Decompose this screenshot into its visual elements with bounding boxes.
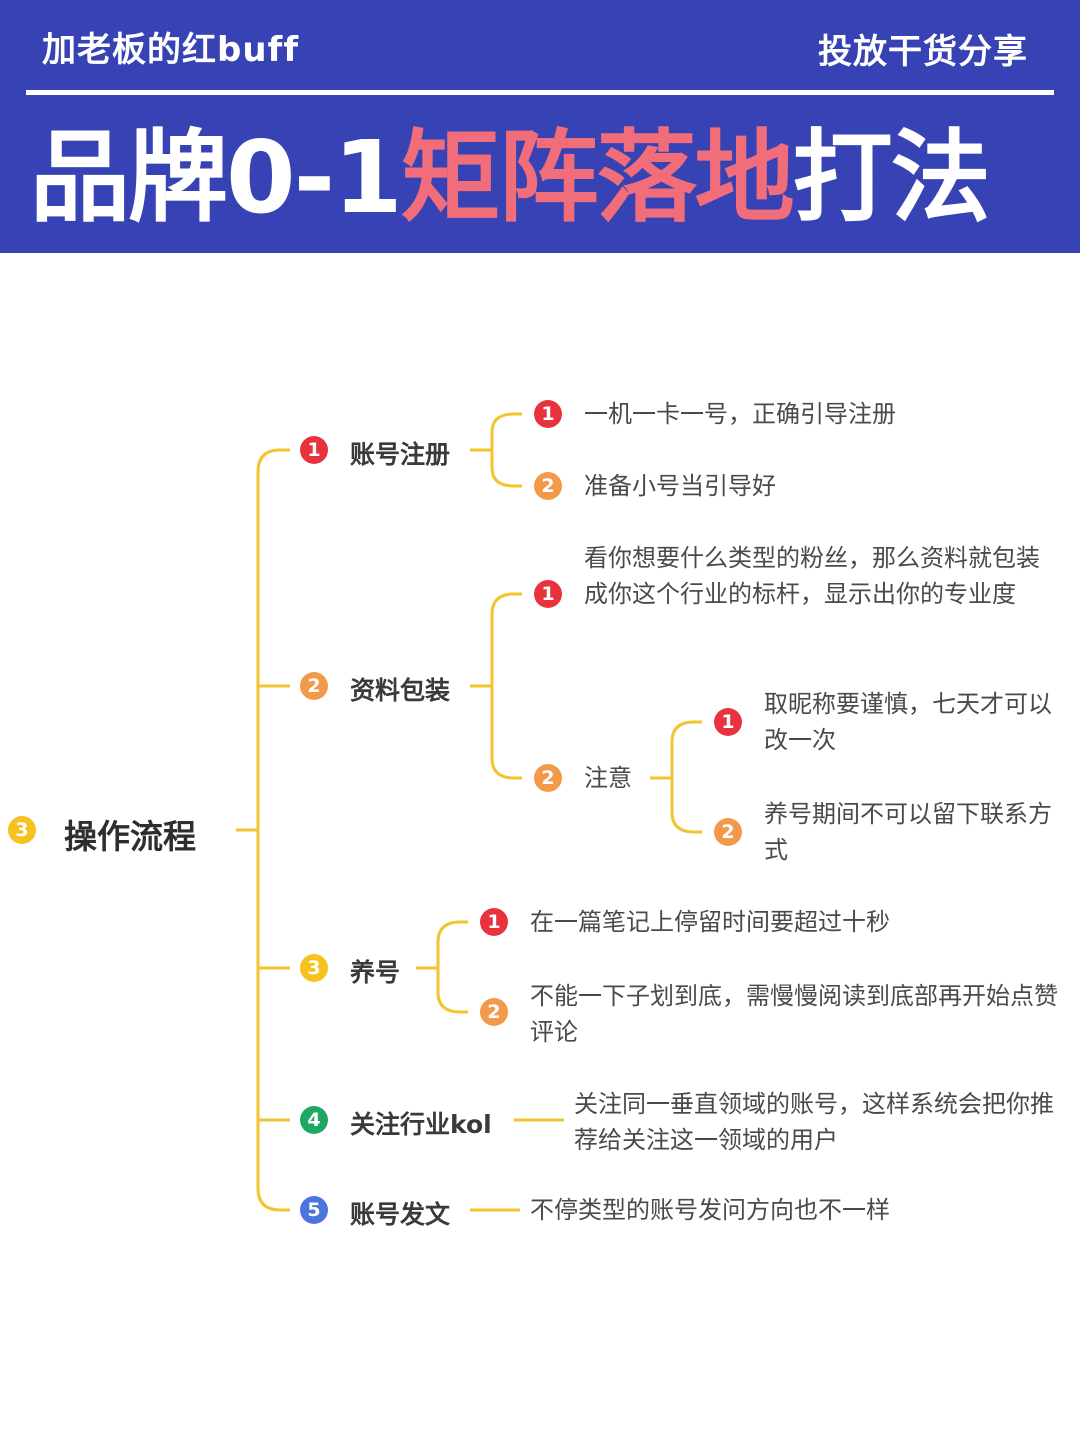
branch-4-label: 关注行业kol [350,1110,492,1139]
b1-leaf-1-text: 一机一卡一号，正确引导注册 [584,400,896,428]
branch-4-badge: 4 [300,1106,328,1134]
note-leaf-2-badge: 2 [714,818,742,846]
author-label: 加老板的红buff [42,30,300,70]
note-leaf-2-text: 养号期间不可以留下联系方式 [764,800,1052,864]
tagline-label: 投放干货分享 [818,32,1028,72]
b3-leaf-1-badge: 1 [480,908,508,936]
b3-leaf-2-text: 不能一下子划到底，需慢慢阅读到底部再开始点赞评论 [530,982,1058,1046]
b1-leaf-2-badge: 2 [534,472,562,500]
root-label: 操作流程 [64,817,196,856]
note-leaf-1-text: 取昵称要谨慎，七天才可以改一次 [764,690,1052,754]
page-title: 品牌0-1矩阵落地打法 [30,108,991,248]
branch-1-label: 账号注册 [350,440,451,469]
branch-3-badge: 3 [300,954,328,982]
connector-b3 [416,920,468,1014]
branch-5-label: 账号发文 [350,1200,451,1229]
b4-leaf-text: 关注同一垂直领域的账号，这样系统会把你推荐给关注这一领域的用户 [574,1090,1054,1154]
header-banner: 加老板的红buff 投放干货分享 品牌0-1矩阵落地打法 [0,0,1080,253]
b2-leaf-1-text: 看你想要什么类型的粉丝，那么资料就包装成你这个行业的标杆，显示出你的专业度 [584,544,1040,608]
b5-leaf-text: 不停类型的账号发问方向也不一样 [530,1196,890,1224]
b2-note-label: 注意 [584,764,632,792]
b3-leaf-2-badge: 2 [480,998,508,1026]
connector-note [650,720,702,834]
title-part2: 打法 [792,119,991,236]
title-part1: 品牌0-1 [30,119,403,236]
branch-3-label: 养号 [350,958,401,987]
b2-leaf-1-badge: 1 [534,580,562,608]
mind-map-connectors [236,412,702,1212]
connector-spine [256,448,290,1212]
branch-1-badge: 1 [300,436,328,464]
b1-leaf-2-text: 准备小号当引导好 [584,472,776,500]
root-number-badge: 3 [8,816,36,844]
branch-2-label: 资料包装 [350,676,451,705]
connector-b2 [470,592,522,780]
branch-2-badge: 2 [300,672,328,700]
header-divider [26,90,1054,95]
b3-leaf-1-text: 在一篇笔记上停留时间要超过十秒 [530,908,890,936]
title-highlight: 矩阵落地 [400,119,795,236]
connector-b1 [470,412,522,488]
mind-map: 3 操作流程 1 账号注册 1 一机一卡一号，正确引导注册 2 准备小号当引导好… [0,380,1080,1240]
b2-leaf-2-badge: 2 [534,764,562,792]
note-leaf-1-badge: 1 [714,708,742,736]
branch-5-badge: 5 [300,1196,328,1224]
b1-leaf-1-badge: 1 [534,400,562,428]
